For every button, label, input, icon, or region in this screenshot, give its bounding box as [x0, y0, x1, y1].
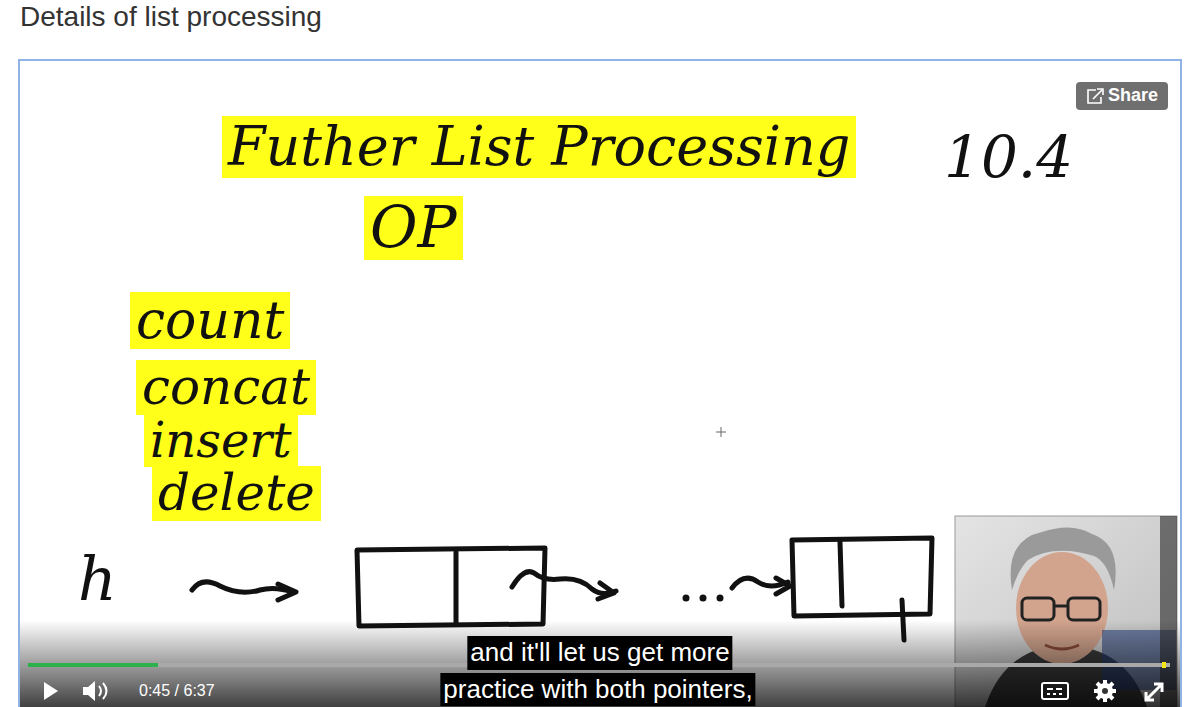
subtitle-line: and it'll let us get more [467, 636, 732, 670]
operation-item: concat [136, 360, 316, 415]
share-label: Share [1108, 85, 1158, 107]
progress-fill [28, 663, 158, 667]
cursor-mark [716, 427, 726, 437]
volume-icon [83, 681, 107, 701]
section-number: 10.4 [944, 124, 1073, 191]
item-holder: delete [152, 466, 321, 521]
op-label: OP [364, 196, 463, 260]
operation-item: insert [144, 414, 298, 467]
item-holder: count [130, 292, 290, 349]
progress-marker [1162, 662, 1166, 668]
captions-icon [1042, 683, 1068, 699]
operation-item: delete [152, 466, 321, 521]
op-holder: OP [364, 196, 463, 260]
head-pointer-label: h [78, 546, 117, 612]
subtitle-holder: practice with both pointers, [440, 673, 755, 706]
subtitle-line: practice with both pointers, [440, 673, 755, 706]
video-frame [19, 60, 1181, 707]
heading-holder: Futher List Processing [222, 116, 856, 178]
settings-icon [1094, 680, 1116, 702]
heading-holder: Details of list processing [20, 1, 322, 33]
page-heading: Details of list processing [20, 1, 322, 33]
ellipsis-dots [683, 595, 724, 602]
operation-item: count [130, 292, 290, 349]
share-holder: Share [1108, 85, 1158, 107]
subtitle-holder: and it'll let us get more [467, 636, 732, 670]
time-holder: 0:45 / 6:37 [139, 681, 215, 700]
fullscreen-icon [1146, 684, 1162, 700]
share-button [1076, 82, 1168, 110]
time-readout: 0:45 / 6:37 [139, 681, 215, 700]
board-heading: Futher List Processing [222, 116, 856, 178]
share-icon [1088, 89, 1103, 103]
play-icon [44, 682, 58, 700]
control-bar [20, 620, 1180, 707]
pointer-holder: h [78, 546, 117, 612]
item-holder: concat [136, 360, 316, 415]
item-holder: insert [144, 414, 298, 467]
number-holder: 10.4 [944, 124, 1073, 191]
